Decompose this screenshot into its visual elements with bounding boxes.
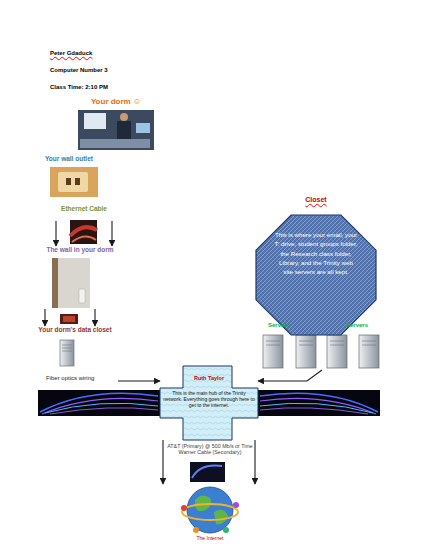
node-heading: Fiber optics wiring xyxy=(46,375,118,382)
server-group xyxy=(263,335,379,368)
person xyxy=(117,121,131,142)
server-tower xyxy=(263,335,283,368)
photo-node: The wall in your dorm xyxy=(40,246,120,309)
arrow-connector xyxy=(162,440,163,484)
fiber-image xyxy=(258,390,380,416)
node-text: This is where your email, your T: drive,… xyxy=(274,230,358,276)
arrow-connector xyxy=(55,221,56,246)
photo-frame xyxy=(78,110,154,150)
octagon-outline xyxy=(254,196,378,338)
outlet-photo xyxy=(50,167,98,197)
server-slots xyxy=(62,345,72,351)
person-head xyxy=(120,113,128,121)
fiber-strand xyxy=(45,403,158,413)
internet-globe xyxy=(181,487,239,533)
server-icon xyxy=(60,340,74,366)
arrow-connector xyxy=(44,309,45,326)
node-heading: Servers xyxy=(258,322,300,329)
server-slots xyxy=(266,341,376,345)
node-heading: The Internet xyxy=(155,535,265,541)
internet-node: The Internet xyxy=(155,484,265,544)
isp-image xyxy=(190,462,225,482)
photo-node: Your wall outlet xyxy=(45,155,115,199)
header-label: Class Time: 2:10 PM xyxy=(50,84,170,91)
node-heading: Your dorm ☺ xyxy=(70,97,162,107)
door-frame xyxy=(52,258,58,308)
figure xyxy=(181,505,187,511)
header-label: Computer Number 3 xyxy=(50,67,170,74)
fiber-strand xyxy=(50,408,158,414)
arrow-connector xyxy=(94,309,95,326)
photo-frame xyxy=(190,462,225,482)
server-node: Servers Servers xyxy=(258,322,385,370)
node-text: This is the main hub of the Trinity netw… xyxy=(163,390,255,408)
dorm-photo xyxy=(78,110,154,150)
fiber-strand xyxy=(260,408,368,414)
wall-photo xyxy=(52,258,90,308)
fiber-image xyxy=(38,390,160,416)
window xyxy=(84,113,106,129)
fiber-strand xyxy=(260,403,373,413)
photo-frame xyxy=(38,390,160,416)
photo-node: Ethernet Cable xyxy=(56,205,112,245)
caption-node: Fiber optics wiring xyxy=(46,375,118,386)
photo-node: Your dorm ☺ xyxy=(70,97,162,152)
fiber-strand xyxy=(260,398,376,414)
server-tower xyxy=(60,340,74,366)
node-heading: Your dorm's data closet xyxy=(27,326,123,334)
hub-cross: Ruth TaylorThis is the main hub of the T… xyxy=(160,366,258,440)
monitor xyxy=(136,123,150,133)
outlet-plate xyxy=(58,172,88,192)
photo-frame xyxy=(258,390,380,416)
server-tower xyxy=(327,335,347,368)
edge-label: AT&T (Primary) @ 500 Mb/s or Time Warner… xyxy=(163,443,257,456)
fiber-strand xyxy=(192,466,222,479)
closet-photo xyxy=(60,314,78,324)
cable-photo xyxy=(70,220,97,244)
photo-frame xyxy=(70,220,97,244)
server-tower xyxy=(296,335,316,368)
cable xyxy=(70,227,97,236)
rack xyxy=(63,316,75,322)
photo-frame xyxy=(52,258,90,308)
photo-frame xyxy=(60,314,78,324)
header-label: Peter Gdaduck xyxy=(50,50,170,57)
node-heading: Ethernet Cable xyxy=(56,205,112,213)
wall-jack xyxy=(79,289,85,303)
node-heading: The wall in your dorm xyxy=(40,246,120,254)
bed xyxy=(80,139,150,148)
globe xyxy=(187,487,233,533)
orbit-ring xyxy=(182,504,238,520)
node-heading: Closet xyxy=(254,196,378,204)
octagon-node: ClosetThis is where your email, your T: … xyxy=(254,196,378,338)
fiber-strand xyxy=(42,398,158,414)
outlet-socket xyxy=(75,178,80,185)
figure xyxy=(193,527,199,533)
node-heading: Your wall outlet xyxy=(45,155,115,163)
arrow-connector xyxy=(118,380,160,381)
fiber-strand xyxy=(40,393,158,412)
figure xyxy=(233,502,239,508)
caption-node: Your dorm's data closet xyxy=(27,326,123,336)
outlet-socket xyxy=(66,178,71,185)
node-text: Servers xyxy=(336,322,378,329)
figure xyxy=(223,527,229,533)
octagon-shape xyxy=(256,215,376,335)
cross-shape xyxy=(160,366,258,440)
node-heading: Ruth Taylor xyxy=(180,375,238,382)
cable xyxy=(72,236,96,242)
fiber-strand xyxy=(260,393,378,412)
server-tower xyxy=(359,335,379,368)
photo-frame xyxy=(50,167,98,197)
arrow-connector xyxy=(111,221,112,246)
arrow-connector xyxy=(254,440,255,484)
arrow-connector xyxy=(258,370,322,381)
continent xyxy=(214,510,228,525)
